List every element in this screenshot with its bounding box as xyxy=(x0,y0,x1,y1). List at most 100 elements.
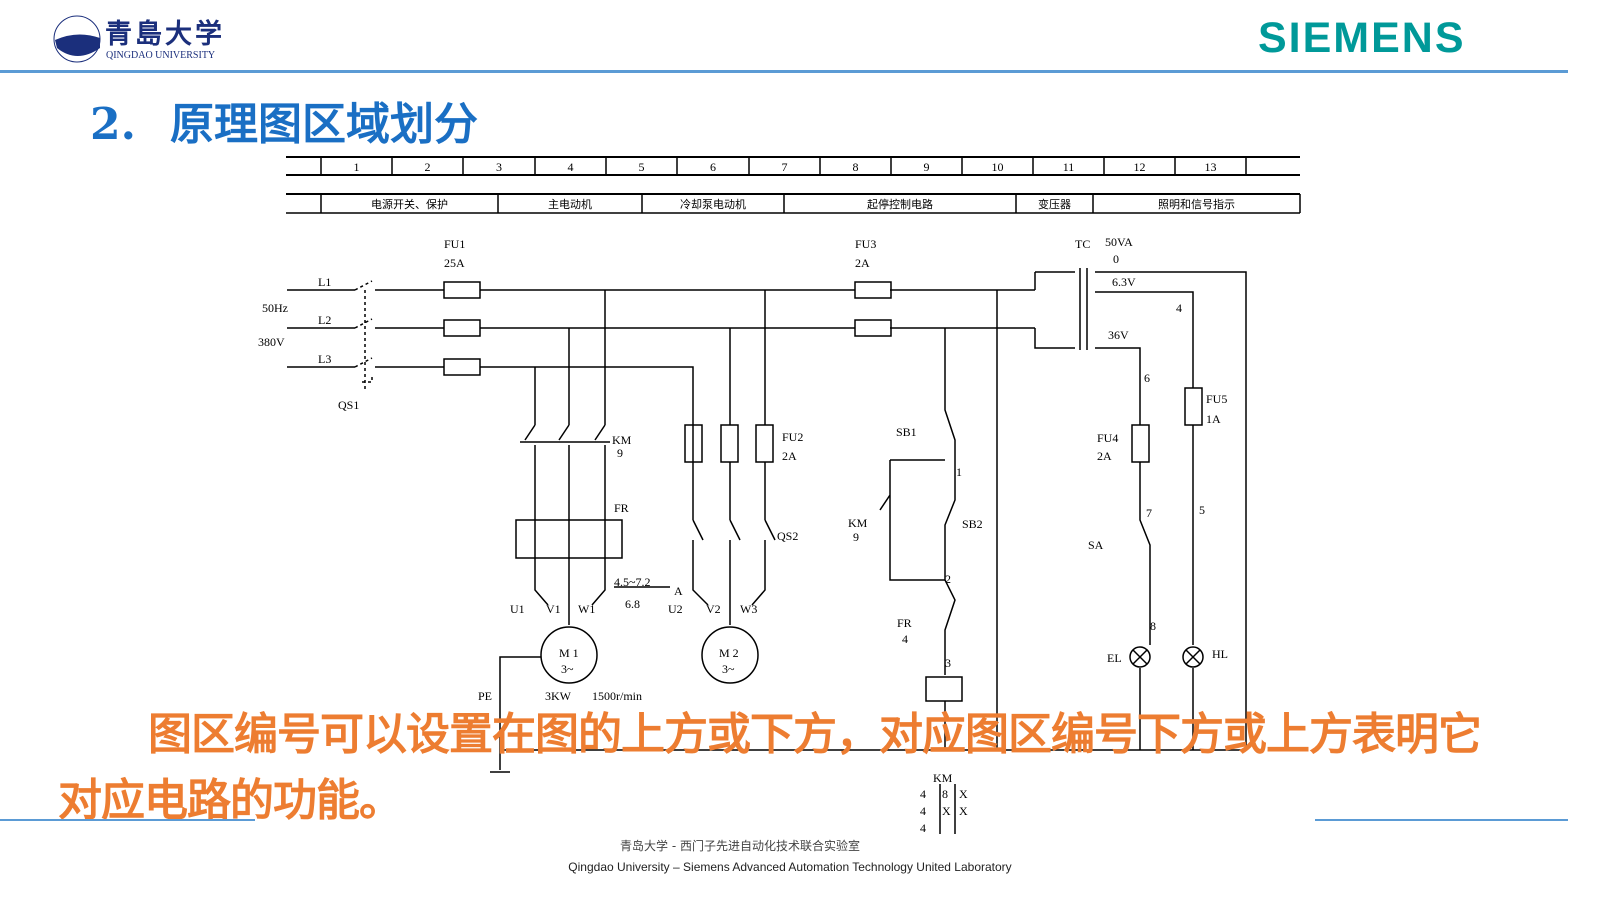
label-node-7: 7 xyxy=(1146,506,1152,520)
label-fu5-rating: 1A xyxy=(1206,412,1221,426)
zone-number: 4 xyxy=(568,160,574,174)
label-fu4: FU4 xyxy=(1097,431,1118,445)
label-36v: 36V xyxy=(1108,328,1129,342)
label-50va: 50VA xyxy=(1105,235,1133,249)
zone-number: 3 xyxy=(496,160,502,174)
label-qs1: QS1 xyxy=(338,398,359,412)
label-fu3-rating: 2A xyxy=(855,256,870,270)
explanation-text: 图区编号可以设置在图的上方或下方，对应图区编号下方或上方表明它对应电路的功能。 xyxy=(58,709,1482,826)
label-fr: FR xyxy=(614,501,629,515)
label-km-9: 9 xyxy=(617,446,623,460)
zone-number: 12 xyxy=(1134,160,1146,174)
label-m1: M 1 xyxy=(559,646,579,660)
label-km-coil: KM xyxy=(933,771,953,785)
contact-table-col: X xyxy=(959,787,968,801)
label-l2: L2 xyxy=(318,313,331,327)
title-number: 2. xyxy=(90,99,136,150)
main-motor-circuit xyxy=(490,290,670,773)
label-rpm: 1500r/min xyxy=(592,689,642,703)
label-v2: V2 xyxy=(706,602,721,616)
footer-divider-right xyxy=(1315,819,1568,821)
label-amps: A xyxy=(674,584,683,598)
contact-table-col: 8 xyxy=(942,787,948,801)
label-u2: U2 xyxy=(668,602,683,616)
contact-table-col: X xyxy=(942,804,951,818)
label-fr-range: 4.5~7.2 xyxy=(614,575,651,589)
zone-number: 7 xyxy=(782,160,788,174)
contact-table-col: X xyxy=(959,804,968,818)
label-sa: SA xyxy=(1088,538,1104,552)
label-node-5: 5 xyxy=(1199,503,1205,517)
label-km: KM xyxy=(612,433,632,447)
label-hl: HL xyxy=(1212,647,1228,661)
zone-number: 11 xyxy=(1063,160,1075,174)
page-title: 2. 原理图区域划分 xyxy=(90,88,478,152)
label-fu2: FU2 xyxy=(782,430,803,444)
university-name-en: QINGDAO UNIVERSITY xyxy=(106,50,216,61)
label-fr-contact: FR xyxy=(897,616,912,630)
label-v1: V1 xyxy=(546,602,561,616)
zone-function: 主电动机 xyxy=(548,197,592,211)
label-node-6: 6 xyxy=(1144,371,1150,385)
label-fr-setting: 6.8 xyxy=(625,597,640,611)
label-fu1: FU1 xyxy=(444,237,465,251)
label-sb1: SB1 xyxy=(896,425,917,439)
label-380v: 380V xyxy=(258,335,285,349)
label-l3: L3 xyxy=(318,352,331,366)
label-km-aux-9: 9 xyxy=(853,530,859,544)
label-3kw: 3KW xyxy=(545,689,572,703)
label-w1: W1 xyxy=(578,602,595,616)
contact-table-col: 4 xyxy=(920,804,926,818)
power-lines xyxy=(287,280,1035,425)
contact-table-col: 4 xyxy=(920,821,926,835)
footer-cn: 青岛大学 - 西门子先进自动化技术联合实验室 xyxy=(620,839,860,853)
label-m2-phase: 3~ xyxy=(722,662,735,676)
coolant-motor-circuit xyxy=(684,290,776,684)
zone-number: 6 xyxy=(710,160,716,174)
title-text: 原理图区域划分 xyxy=(170,99,478,150)
zone-number: 8 xyxy=(853,160,859,174)
label-50hz: 50Hz xyxy=(262,301,288,315)
label-node-3: 3 xyxy=(945,656,951,670)
footer-divider-left xyxy=(0,819,255,821)
label-el: EL xyxy=(1107,651,1122,665)
label-node-1: 1 xyxy=(956,465,962,479)
zone-function: 照明和信号指示 xyxy=(1158,197,1235,211)
label-qs2: QS2 xyxy=(777,529,798,543)
label-fu3: FU3 xyxy=(855,237,876,251)
zone-number: 5 xyxy=(639,160,645,174)
label-fu1-rating: 25A xyxy=(444,256,465,270)
control-circuit xyxy=(500,290,1246,751)
label-km-aux: KM xyxy=(848,516,868,530)
label-u1: U1 xyxy=(510,602,525,616)
label-fu4-rating: 2A xyxy=(1097,449,1112,463)
zone-number: 2 xyxy=(425,160,431,174)
label-m1-phase: 3~ xyxy=(561,662,574,676)
label-node-4: 4 xyxy=(1176,301,1182,315)
label-pe: PE xyxy=(478,689,492,703)
label-6-3v: 6.3V xyxy=(1112,275,1136,289)
zone-function: 冷却泵电动机 xyxy=(680,197,746,211)
header-divider xyxy=(0,70,1568,73)
zone-number: 9 xyxy=(924,160,930,174)
zone-function: 变压器 xyxy=(1038,197,1071,211)
label-node-0: 0 xyxy=(1113,252,1119,266)
label-w3: W3 xyxy=(740,602,757,616)
transformer-circuit xyxy=(939,268,1247,834)
label-tc: TC xyxy=(1075,237,1090,251)
contact-table-col: 4 xyxy=(920,787,926,801)
zone-function: 起停控制电路 xyxy=(867,197,933,211)
label-l1: L1 xyxy=(318,275,331,289)
label-node-8: 8 xyxy=(1150,619,1156,633)
zone-number: 10 xyxy=(992,160,1004,174)
label-node-2: 2 xyxy=(945,572,951,586)
footer-en: Qingdao University – Siemens Advanced Au… xyxy=(568,860,1012,874)
zone-number: 1 xyxy=(354,160,360,174)
label-fu2-rating: 2A xyxy=(782,449,797,463)
zone-function: 电源开关、保护 xyxy=(371,197,448,211)
label-m2: M 2 xyxy=(719,646,739,660)
university-name-cn: 青島大学 xyxy=(105,19,225,50)
label-fr-contact-4: 4 xyxy=(902,632,908,646)
